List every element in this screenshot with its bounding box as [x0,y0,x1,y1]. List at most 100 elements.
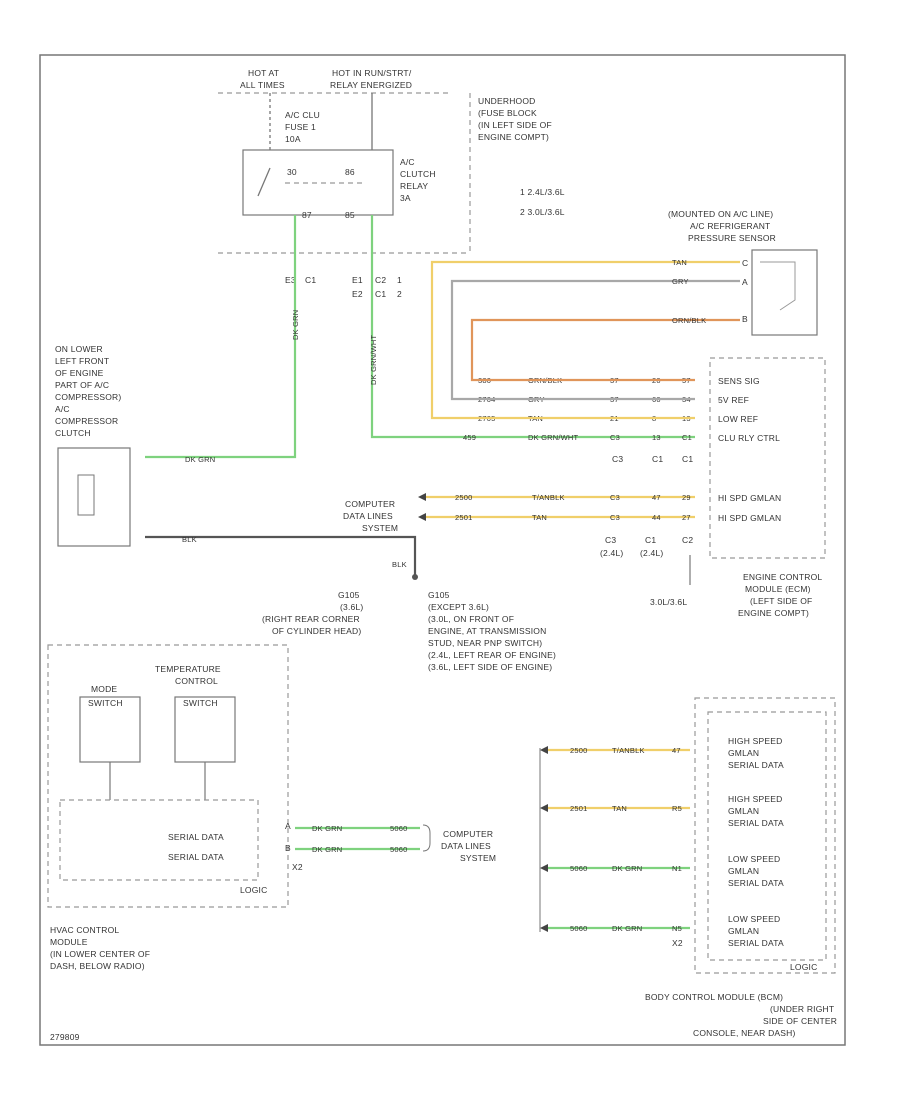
bcm-conn: X2 [672,938,683,948]
data-a-0: C3 [610,493,620,502]
bcm-pin-0: 47 [672,746,681,755]
compressor-clutch: ON LOWER LEFT FRONT OF ENGINE PART OF A/… [55,344,418,580]
underhood-label-4: ENGINE COMPT) [478,132,549,142]
hvac-pin-b: B [285,843,291,853]
ecm-label-3: (LEFT SIDE OF [750,596,812,606]
ecm-row-c-3: C1 [682,433,692,442]
ecm-row-fn-0: SENS SIG [718,376,760,386]
ecm-label-1: ENGINE CONTROL [743,572,822,582]
footer-code: 279809 [50,1032,80,1042]
g-loc1-3: (RIGHT REAR CORNER [262,614,360,624]
relay-pin-87: 87 [302,210,312,220]
underhood-fuse-block: UNDERHOOD (FUSE BLOCK (IN LEFT SIDE OF E… [218,93,565,254]
sensor-pin-c: C [742,258,748,268]
underhood-label-1: UNDERHOOD [478,96,536,106]
fuse-label-3: 10A [285,134,301,144]
conn-left-1: E3 [285,275,296,285]
sensor-wire-2 [470,318,740,382]
bcm-color-2: DK GRN [612,864,642,873]
comp-label-7: COMPRESSOR [55,416,118,426]
mode-label-1: MODE [91,684,117,694]
bcm-arrow-0 [540,746,548,754]
data-c-0: 29 [682,493,691,502]
bcm-color-1: TAN [612,804,627,813]
comp-label-2: LEFT FRONT [55,356,109,366]
relay-wires: DK GRN DK GRN/WHT [145,215,695,459]
sensor-wire-0 [430,260,740,420]
compressor-coil [77,474,95,516]
wire-label-ground: BLK [182,535,197,544]
hvac-label-1: HVAC CONTROL [50,925,119,935]
hot-run-2: RELAY ENERGIZED [330,80,412,90]
g-loc1-4: OF CYLINDER HEAD) [272,626,361,636]
ground-labels: G105 (3.6L) (RIGHT REAR CORNER OF CYLIND… [262,590,556,672]
computer-data-lines-ecm: COMPUTER DATA LINES SYSTEM [343,499,398,533]
relay-label-3: RELAY [400,181,428,191]
bcm-pin-1: R5 [672,804,682,813]
ecm-row-circ-3: 459 [463,433,476,442]
conn-left-2: C1 [305,275,316,285]
data-arrow-1 [418,513,426,521]
bcm-fn-0-0: HIGH SPEED [728,736,782,746]
g-loc1-1: G105 [338,590,360,600]
computer-data-lines-mid: COMPUTER DATA LINES SYSTEM [422,748,541,932]
bcm-fn-3-2: SERIAL DATA [728,938,784,948]
bcm-logic: LOGIC [790,962,817,972]
relay-label-1: A/C [400,157,415,167]
g-loc2-6: (2.4L, LEFT REAR OF ENGINE) [428,650,556,660]
hvac-pin-a: A [285,821,291,831]
ecm-conn-1: C3 [612,454,623,464]
bcm-color-0: T/ANBLK [612,746,645,755]
data-conn-sub-2: (2.4L) [640,548,663,558]
ground-point [412,574,418,580]
data-c-1: 27 [682,513,691,522]
hvac-module: MODE SWITCH TEMPERATURE CONTROL SWITCH S… [47,644,420,971]
sensor-wire-label-0: TAN [672,258,687,267]
hvac-label-3: (IN LOWER CENTER OF [50,949,150,959]
data-conn-2: C1 [645,535,656,545]
serial-2: SERIAL DATA [168,852,224,862]
temp-label-3: SWITCH [183,698,218,708]
conn-rt-3: 1 [397,275,402,285]
conn-rb-1: E2 [352,289,363,299]
pressure-sensor: (MOUNTED ON A/C LINE) A/C REFRIGERANT PR… [668,209,818,336]
data-a-1: C3 [610,513,620,522]
hot-all-times-2: ALL TIMES [240,80,285,90]
ecm-conn-2: C1 [652,454,663,464]
relay-box [242,149,394,216]
legend-1: 1 2.4L/3.6L [520,187,565,197]
cdl-ecm-1: COMPUTER [345,499,395,509]
wire-label-relay-out: DK GRN [291,310,300,340]
power-labels: HOT AT ALL TIMES HOT IN RUN/STRT/ RELAY … [218,68,450,94]
bcm-pin-2: N1 [672,864,682,873]
conn-rt-1: E1 [352,275,363,285]
relay-connectors: E3 C1 E1 C2 1 E2 C1 2 [285,275,402,299]
hvac-label-4: DASH, BELOW RADIO) [50,961,145,971]
bcm-circ-3: 5060 [570,924,588,933]
comp-label-4: PART OF A/C [55,380,109,390]
hvac-outer [47,644,289,908]
bcm-fn-2-2: SERIAL DATA [728,878,784,888]
g-loc2-7: (3.6L, LEFT SIDE OF ENGINE) [428,662,552,672]
sensor-pin-b: B [742,314,748,324]
cdl-mid-3: SYSTEM [460,853,496,863]
hvac-wire-circ-1: 5060 [390,824,408,833]
bcm-fn-3-1: GMLAN [728,926,759,936]
g-loc2-1: G105 [428,590,450,600]
sensor-box [751,249,818,336]
g-loc2-2: (EXCEPT 3.6L) [428,602,489,612]
bcm-arrow-3 [540,924,548,932]
hvac-logic: LOGIC [240,885,267,895]
underhood-label-2: (FUSE BLOCK [478,108,537,118]
sensor-label-2: A/C REFRIGERANT [690,221,770,231]
bcm-circ-1: 2501 [570,804,588,813]
bcm-label-4: CONSOLE, NEAR DASH) [693,1028,796,1038]
bcm-label-3: SIDE OF CENTER [763,1016,837,1026]
conn-rb-2: C1 [375,289,386,299]
ecm-row-a-3: C3 [610,433,620,442]
underhood-label-3: (IN LEFT SIDE OF [478,120,552,130]
data-color-0: T/ANBLK [532,493,565,502]
data-circ-1: 2501 [455,513,473,522]
